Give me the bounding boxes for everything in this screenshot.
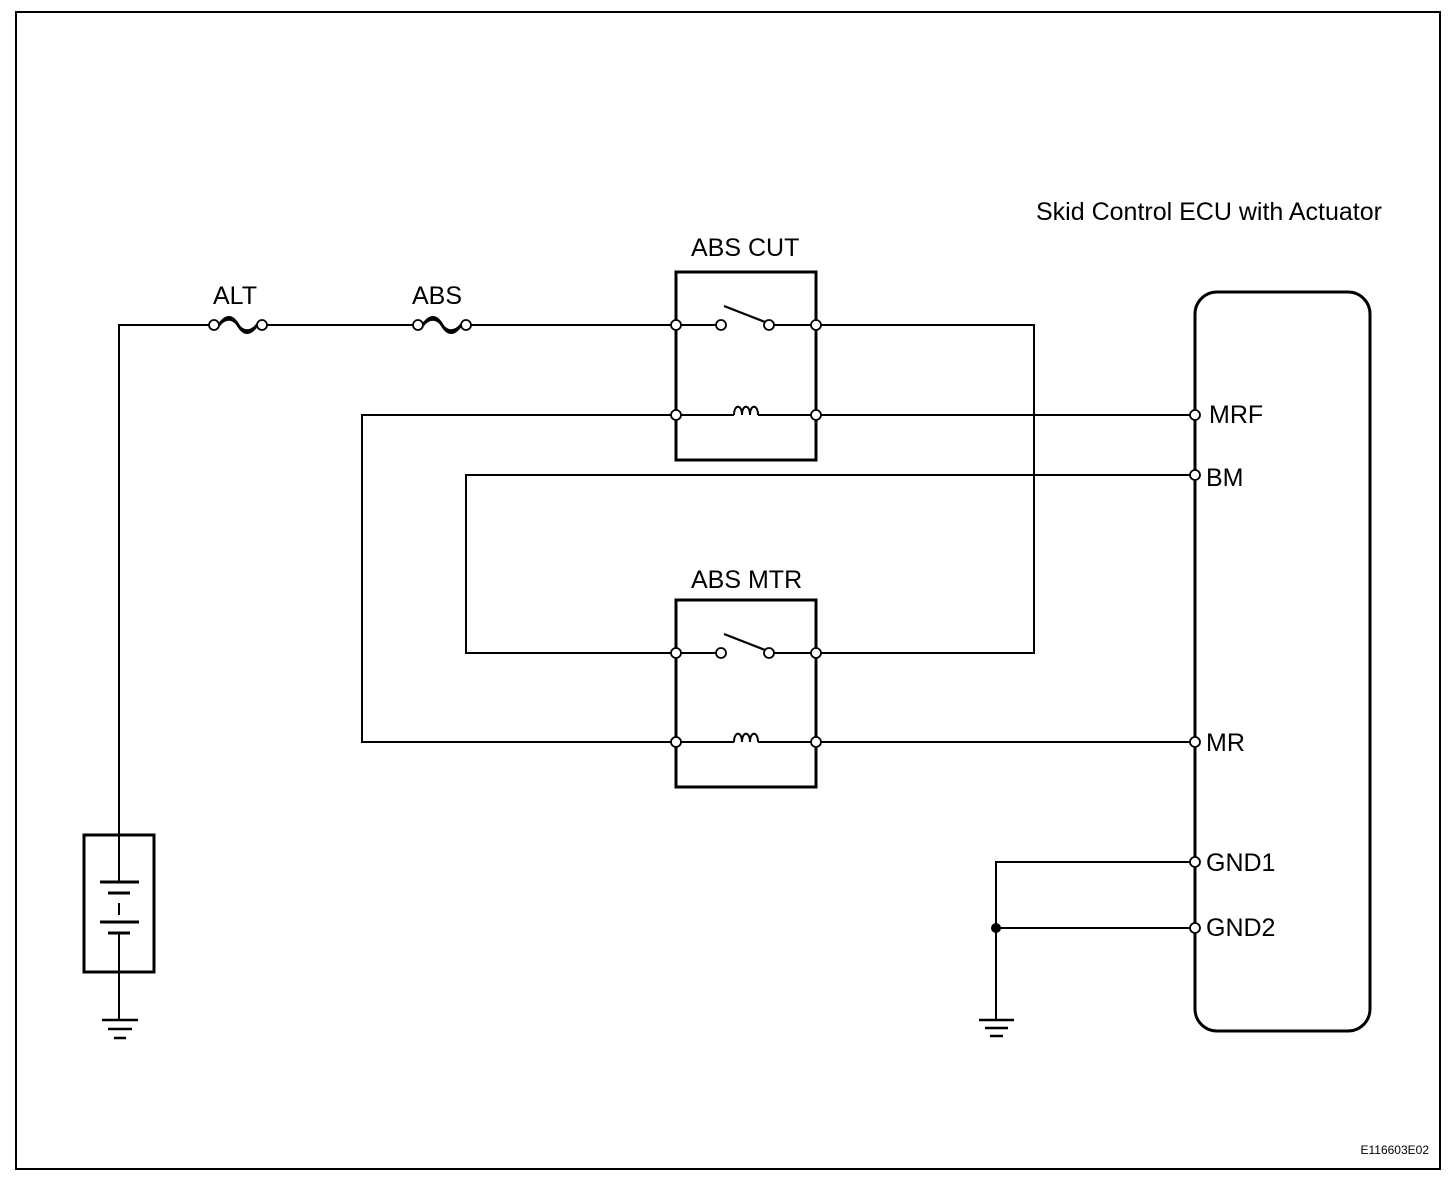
terminal-mrf-label: MRF: [1209, 401, 1263, 429]
splice-point: [991, 923, 1001, 933]
relay-abs-mtr: [670, 598, 822, 789]
battery: [82, 833, 156, 974]
relay-abs-cut: [670, 270, 822, 462]
fuse-abs-label: ABS: [412, 282, 462, 310]
figure-code: E116603E02: [1360, 1143, 1429, 1157]
relay-abs-cut-label: ABS CUT: [691, 234, 799, 262]
wires: [118, 324, 1195, 1020]
ecu-title: Skid Control ECU with Actuator: [1036, 198, 1382, 226]
terminal-bm-label: BM: [1206, 464, 1244, 492]
diagram-frame: [15, 11, 1441, 1170]
fuse-alt-label: ALT: [213, 282, 257, 310]
terminal-gnd1-label: GND1: [1206, 849, 1275, 877]
ground-symbol-ecu: [979, 1018, 1014, 1038]
fuse-alt: [208, 316, 268, 334]
terminal-mr-label: MR: [1206, 729, 1245, 757]
relay-abs-mtr-label: ABS MTR: [691, 566, 802, 594]
ground-symbol-battery: [102, 1018, 138, 1040]
fuse-abs: [412, 316, 472, 334]
ecu-block: [1193, 290, 1372, 1033]
ecu-terminals: [1189, 409, 1201, 934]
terminal-gnd2-label: GND2: [1206, 914, 1275, 942]
